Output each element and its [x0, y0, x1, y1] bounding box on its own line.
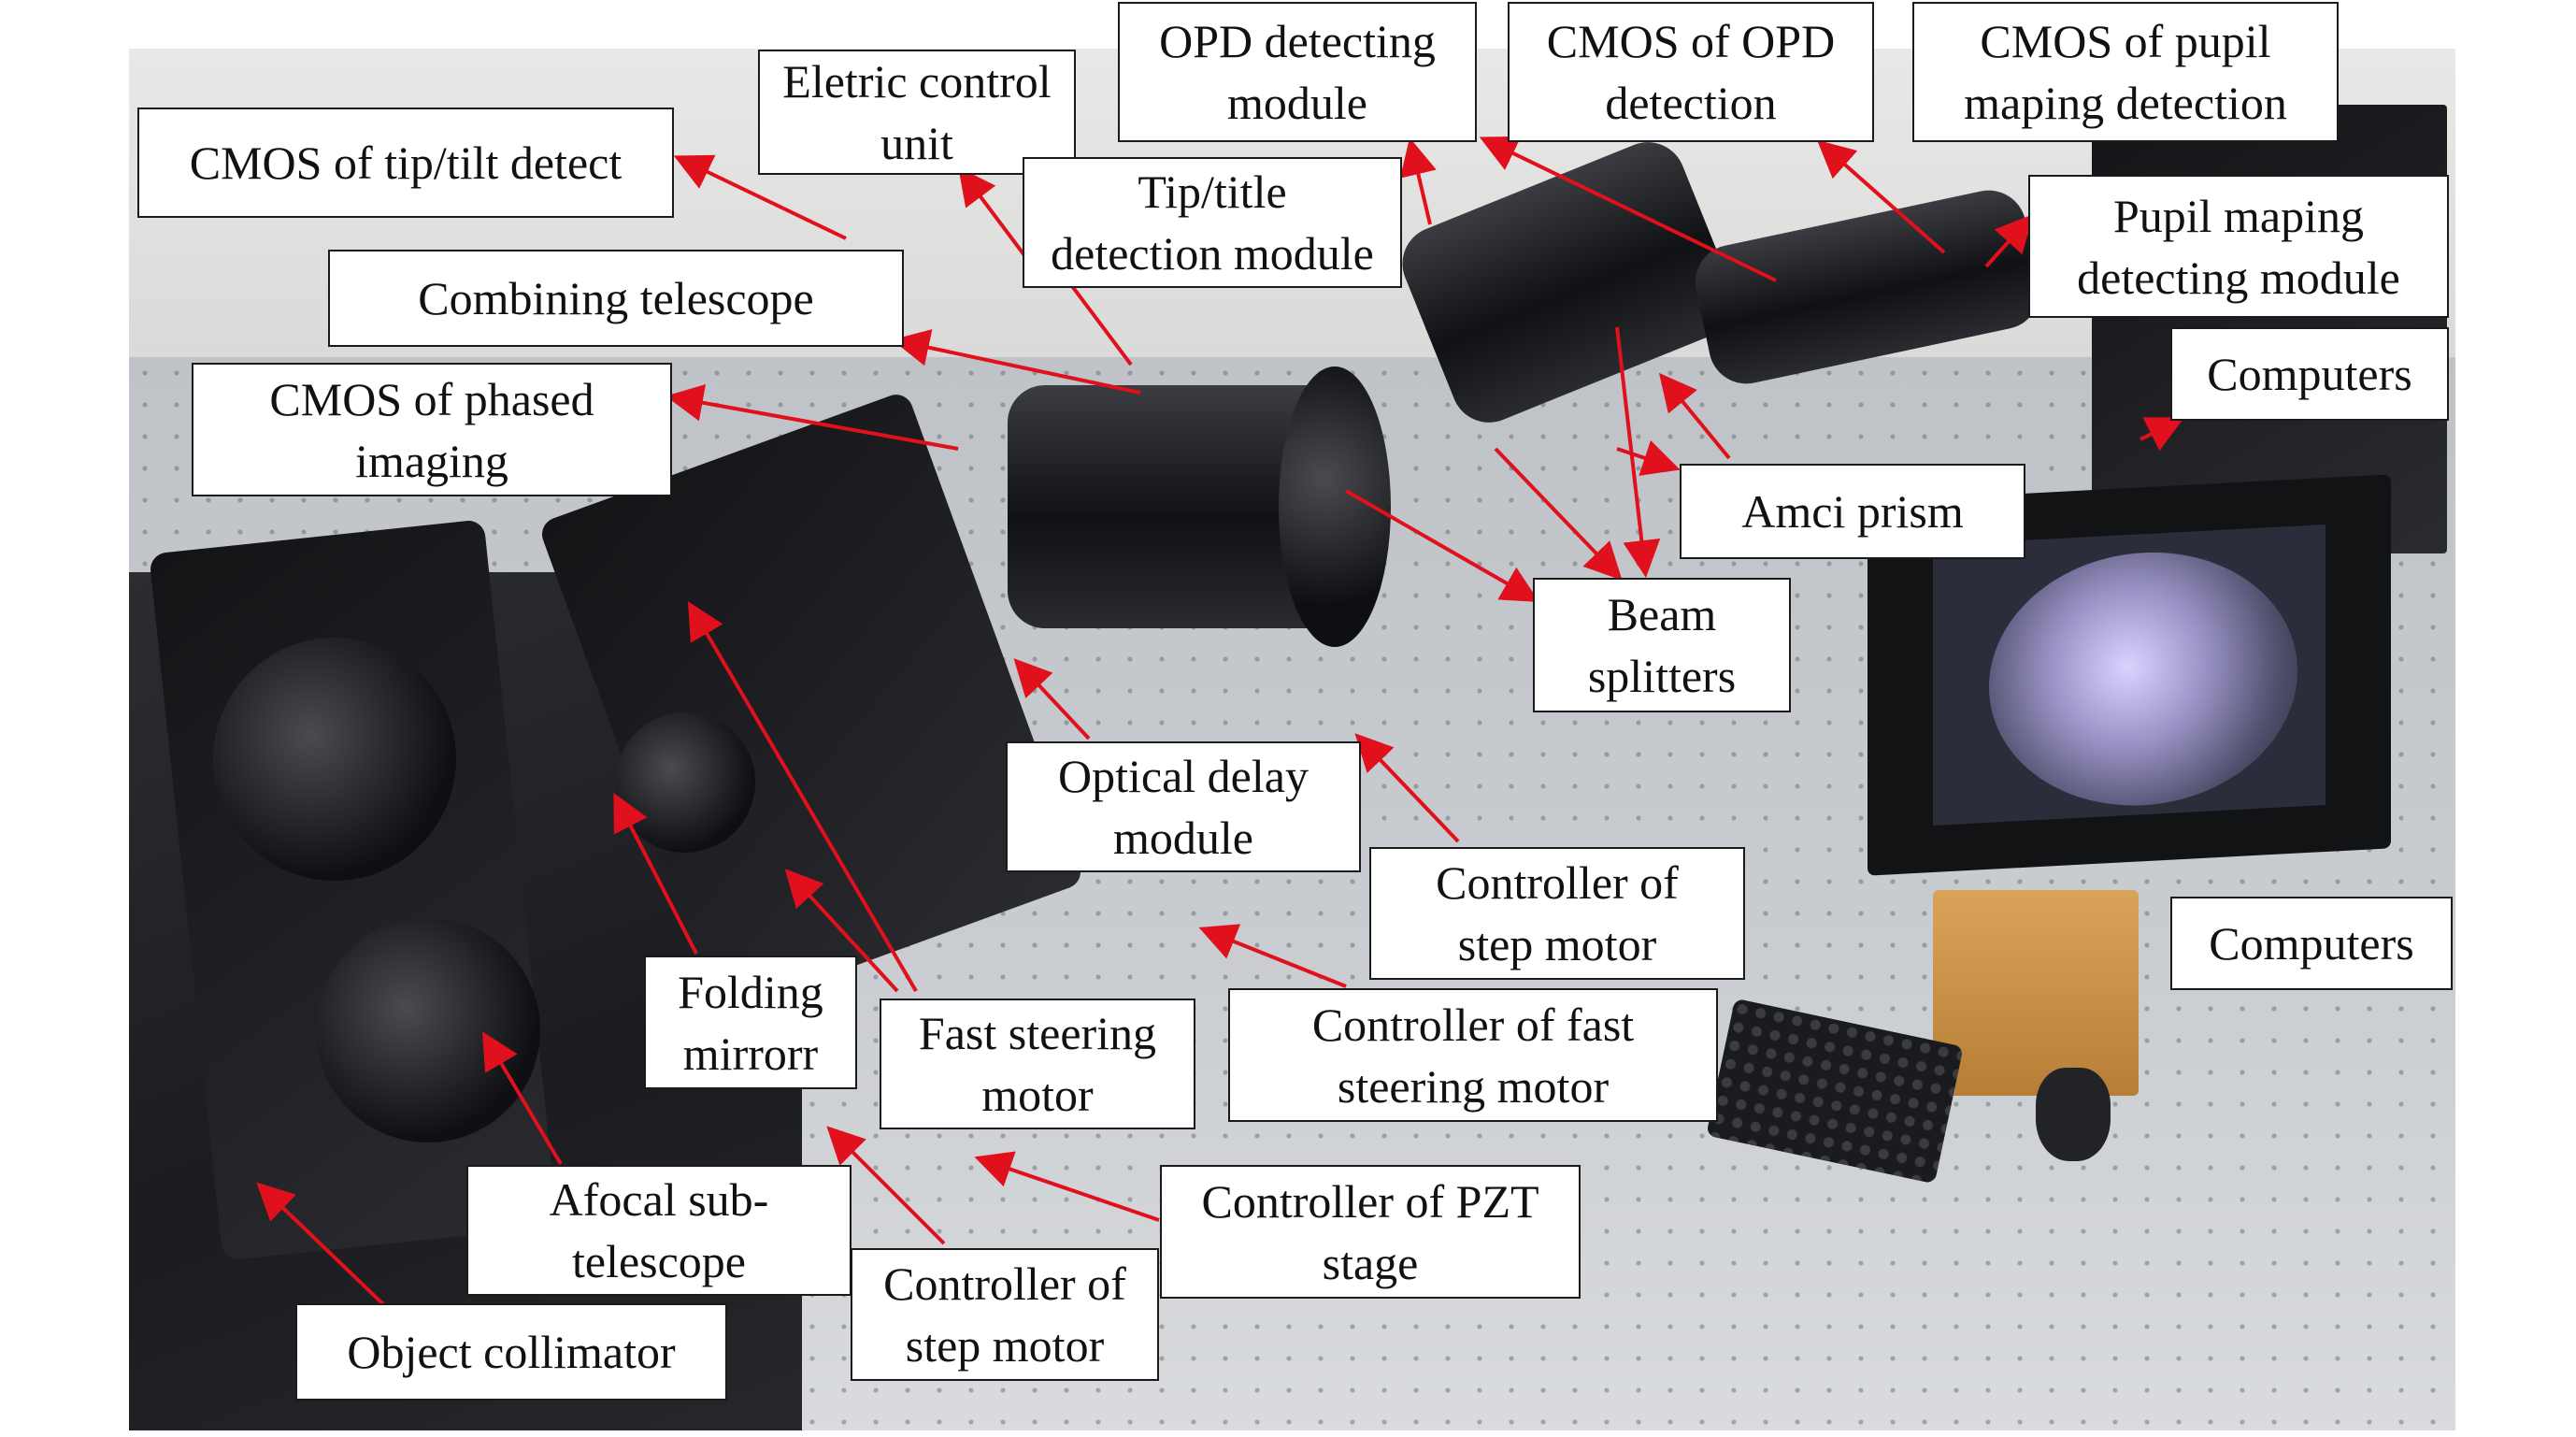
collimator-lens-lower [316, 918, 540, 1142]
label-optical-delay: Optical delay module [1006, 741, 1361, 872]
label-cmos-phased: CMOS of phased imaging [192, 363, 672, 496]
label-controller-step-1: Controller of step motor [1369, 847, 1745, 980]
label-cmos-opd: CMOS of OPD detection [1508, 2, 1874, 142]
label-controller-step-2: Controller of step motor [851, 1248, 1159, 1381]
label-computers-top: Computers [2170, 327, 2449, 421]
monitor-screen [1933, 524, 2326, 826]
label-eletric-control: Eletric control unit [758, 50, 1076, 175]
mouse [2036, 1068, 2111, 1161]
label-pupil-maping: Pupil maping detecting module [2028, 175, 2449, 318]
label-amci-prism: Amci prism [1680, 464, 2025, 559]
fold-mirror-mount [615, 712, 755, 853]
label-beam-splitters: Beam splitters [1533, 578, 1791, 712]
label-tip-title: Tip/title detection module [1023, 157, 1402, 288]
label-opd-detecting: OPD detecting module [1118, 2, 1477, 142]
monitor-image [1989, 544, 2297, 813]
delay-wheel [1279, 366, 1391, 647]
label-afocal: Afocal sub- telescope [466, 1165, 852, 1296]
computer-box [1933, 890, 2139, 1096]
label-fast-steering: Fast steering motor [880, 999, 1195, 1129]
label-folding-mirror: Folding mirrorr [644, 956, 857, 1089]
label-computers-bottom: Computers [2170, 897, 2453, 990]
collimator-lens-upper [213, 638, 456, 881]
label-combining-telescope: Combining telescope [328, 250, 904, 347]
label-object-collimator: Object collimator [295, 1303, 727, 1401]
label-controller-fast: Controller of fast steering motor [1228, 988, 1718, 1122]
label-cmos-tip-tilt: CMOS of tip/tilt detect [137, 108, 674, 218]
label-cmos-pupil: CMOS of pupil maping detection [1912, 2, 2339, 142]
label-controller-pzt: Controller of PZT stage [1160, 1165, 1581, 1299]
